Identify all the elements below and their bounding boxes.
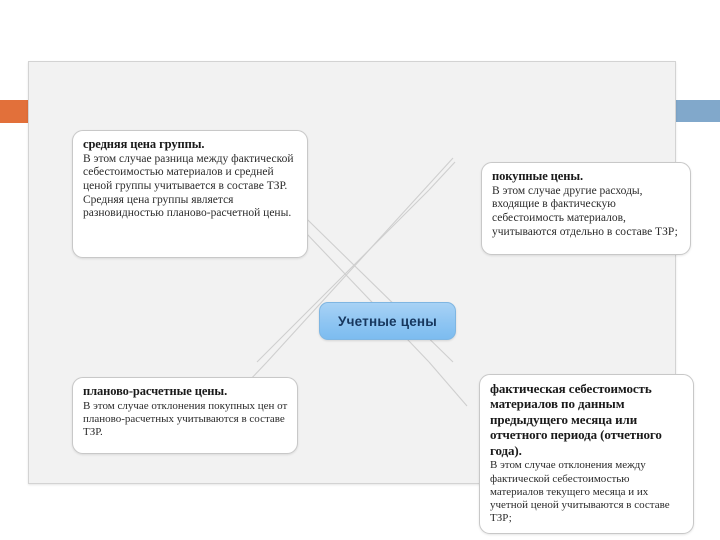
node-title: покупные цены. [492, 169, 584, 183]
node-body: В этом случае другие расходы, входящие в… [492, 184, 678, 238]
diagram-panel: средняя цена группы. В этом случае разни… [28, 61, 694, 534]
node-center-accounting-prices[interactable]: Учетные цены [319, 302, 456, 340]
node-actual-cost[interactable]: фактическая себестоимость материалов по … [479, 374, 694, 534]
accent-bar-right [666, 100, 720, 122]
node-title: планово-расчетные цены. [83, 384, 228, 398]
node-body: В этом случае отклонения между фактическ… [490, 459, 670, 525]
connector-stub-bottom-right [428, 361, 468, 407]
node-purchase-prices[interactable]: покупные цены. В этом случае другие расх… [481, 162, 691, 255]
node-title: фактическая себестоимость материалов по … [490, 381, 662, 458]
connector-stub-top-right [428, 161, 456, 191]
node-body: В этом случае отклонения покупных цен от… [83, 399, 288, 438]
accent-bar-left [0, 100, 29, 123]
node-planned-settlement-prices[interactable]: планово-расчетные цены. В этом случае от… [72, 377, 298, 454]
node-body: В этом случае разница между фактической … [83, 152, 294, 220]
node-average-group-price[interactable]: средняя цена группы. В этом случае разни… [72, 130, 308, 258]
node-title: средняя цена группы. [83, 137, 205, 151]
center-node-label: Учетные цены [337, 313, 437, 329]
